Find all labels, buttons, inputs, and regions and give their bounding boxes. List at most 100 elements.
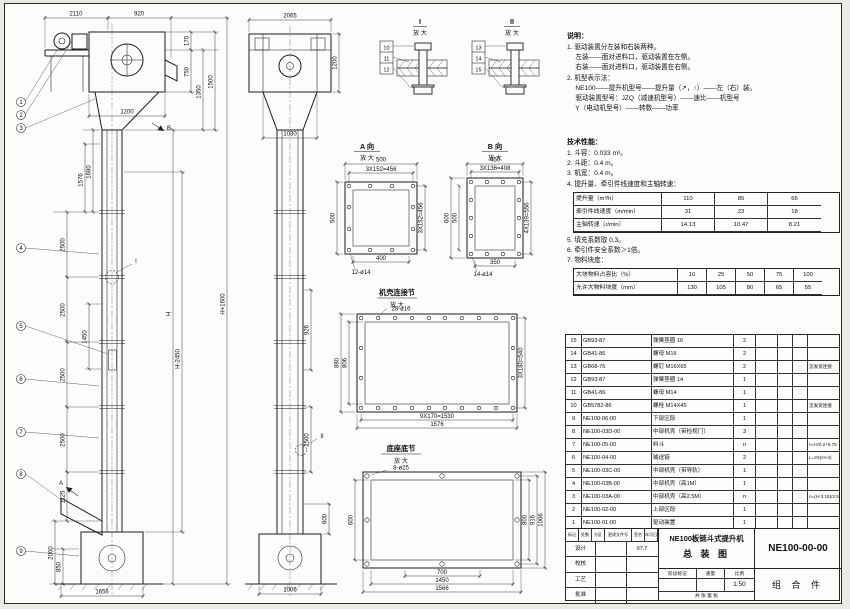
revision-header-cell: 签名	[632, 529, 645, 541]
callout-14: 14	[475, 57, 481, 63]
table-row: 主轴转速（r/min） 14.13 10.47 8.21	[574, 218, 839, 232]
part-material	[756, 400, 778, 412]
view1-balloons: 1 2 3 4 5 6 7 8 9	[16, 40, 109, 557]
view2-dimensions: 2065 1200 1030 926 2500 600 1006 II	[247, 14, 341, 596]
part-weight-each	[778, 426, 793, 438]
scale-value: 1:50	[733, 581, 746, 588]
signature-row: 批准	[566, 588, 658, 603]
part-qty: 1	[734, 387, 756, 399]
dim-label: 1576	[430, 422, 444, 428]
signature-date	[627, 557, 657, 571]
part-material	[756, 426, 778, 438]
view-arrow-A: A	[59, 481, 63, 487]
part-name: 上部区段	[652, 504, 734, 516]
part-qty: 1	[734, 517, 756, 529]
table-cell: 10	[678, 269, 707, 283]
dim-label: 600	[349, 514, 355, 525]
part-qty: 2	[734, 335, 756, 347]
part-no: 10	[566, 400, 582, 412]
revision-header-cell: 年月日	[645, 529, 658, 541]
callout-11: 11	[384, 57, 390, 63]
part-no: 7	[566, 439, 582, 451]
part-qty: 2	[734, 361, 756, 373]
parts-list-row: 12 GB93-87 弹簧垫圈 14 1	[566, 374, 839, 387]
callout-15: 15	[475, 68, 481, 74]
part-remark	[808, 478, 841, 490]
part-no: 4	[566, 478, 582, 490]
part-no: 15	[566, 335, 582, 347]
part-qty: 1	[734, 413, 756, 425]
part-remark: n=(H-3.15)/2.5	[809, 494, 839, 499]
part-name: 弹簧垫圈 16	[652, 335, 734, 347]
dim-label: 1125	[61, 490, 67, 504]
part-material	[756, 491, 778, 503]
part-material	[756, 452, 778, 464]
part-weight-each	[778, 517, 793, 529]
signature-date: 97.7	[636, 546, 648, 552]
part-weight-each	[778, 335, 793, 347]
table-cell: 23	[715, 205, 768, 219]
table-cell: 85	[715, 192, 768, 206]
dim-label: 400	[376, 256, 387, 262]
base-view-title: 底座底节	[387, 444, 416, 453]
part-weight-each	[778, 361, 793, 373]
casing-view-title: 机壳连接节	[379, 288, 415, 297]
part-no: 1	[566, 517, 582, 529]
view-A-flange: A 向 放 大 500 3X152=456 500 3X152=456 400 …	[331, 142, 427, 276]
part-code: NE100-05-00	[582, 439, 652, 451]
weight-label: 重量	[697, 569, 725, 579]
table-cell: 18	[768, 206, 821, 219]
parts-list-row: 15 GB93-87 弹簧垫圈 16 2	[566, 335, 839, 348]
parts-list-row: 3 NE100-03A-00 中部机壳（高2.5M） n n=(H-3.15)/…	[566, 491, 839, 504]
part-remark	[808, 504, 841, 516]
dim-label: 2500	[61, 368, 67, 382]
part-name: 中部机壳（高2.5M）	[652, 491, 734, 503]
dim-label: 700	[437, 570, 448, 576]
tech-lines-b: 5. 填充系数取 0.3。6. 牵引件安全系数＞1倍。7. 物料块度：	[567, 236, 840, 267]
part-code: NE100-02-00	[582, 504, 652, 516]
part-remark	[808, 426, 841, 438]
view-B-flange: B 向 放 大 450 3X136=408 600 500 4X139=556 …	[445, 142, 533, 278]
table-cell: 31	[662, 205, 715, 219]
dim-label: H	[167, 312, 173, 316]
dim-label: 3X136=408	[480, 166, 512, 172]
table-cell: 130	[678, 282, 707, 296]
callout-10: 10	[383, 46, 389, 52]
part-weight-each	[778, 413, 793, 425]
note-line: 右装——面对进料口，驱动装置在右侧。	[567, 64, 695, 72]
part-weight-each	[778, 478, 793, 490]
detail-ref-I: I	[135, 259, 137, 265]
part-remark: 见发货连接	[809, 364, 832, 369]
part-name: 输送链	[652, 452, 734, 464]
part-material	[756, 439, 778, 451]
dim-label: 916	[531, 514, 537, 525]
part-code: GB93-87	[582, 374, 652, 386]
part-code: NE100-03B-00	[582, 478, 652, 490]
part-remark: n=H/0.2+5.75	[809, 442, 837, 447]
notes-lines: 1. 驱动装置分左装和右装两种。 左装——面对进料口，驱动装置在左侧。 右装——…	[567, 43, 840, 115]
signature-date	[627, 573, 657, 587]
table-row: 允许大物料块度（mm） 130 105 80 65 55	[574, 282, 839, 296]
tech-line: 7. 物料块度：	[567, 257, 608, 265]
tech-line: 4. 提升量、牵引件线速度和主轴转速：	[567, 180, 680, 188]
weight-value	[697, 579, 725, 591]
signature-role: 校核	[566, 557, 596, 572]
signature-role: 工艺	[566, 572, 596, 588]
view2-side-elevation	[245, 26, 337, 596]
dim-label: 1450	[435, 578, 449, 584]
note-line: 左装——面对进料口，驱动装置在左侧。	[567, 54, 695, 62]
part-weight-total	[793, 465, 808, 477]
dim-label: 450	[490, 158, 501, 164]
dim-label: 1680	[87, 165, 93, 179]
parts-list-row: 4 NE100-03B-00 中部机壳（高1M） 1	[566, 478, 839, 491]
parts-list-row: 10 GB5782-86 螺栓 M14X45 1 见发货连接	[566, 400, 839, 413]
part-qty: 1	[734, 504, 756, 516]
table-cell: 66	[768, 193, 821, 206]
part-weight-each	[778, 348, 793, 360]
part-material	[756, 387, 778, 399]
title-block-right: NE100-00-00 组 合 件	[754, 529, 841, 600]
parts-list-row: 9 NE100-06-00 下部区段 1	[566, 413, 839, 426]
signature-name	[596, 588, 627, 603]
tech-spec-block: 技术性能： 1. 斗容：0.033 m³。2. 斗距：0.4 m。3. 机宽：0…	[567, 138, 840, 299]
part-weight-total	[793, 517, 808, 529]
